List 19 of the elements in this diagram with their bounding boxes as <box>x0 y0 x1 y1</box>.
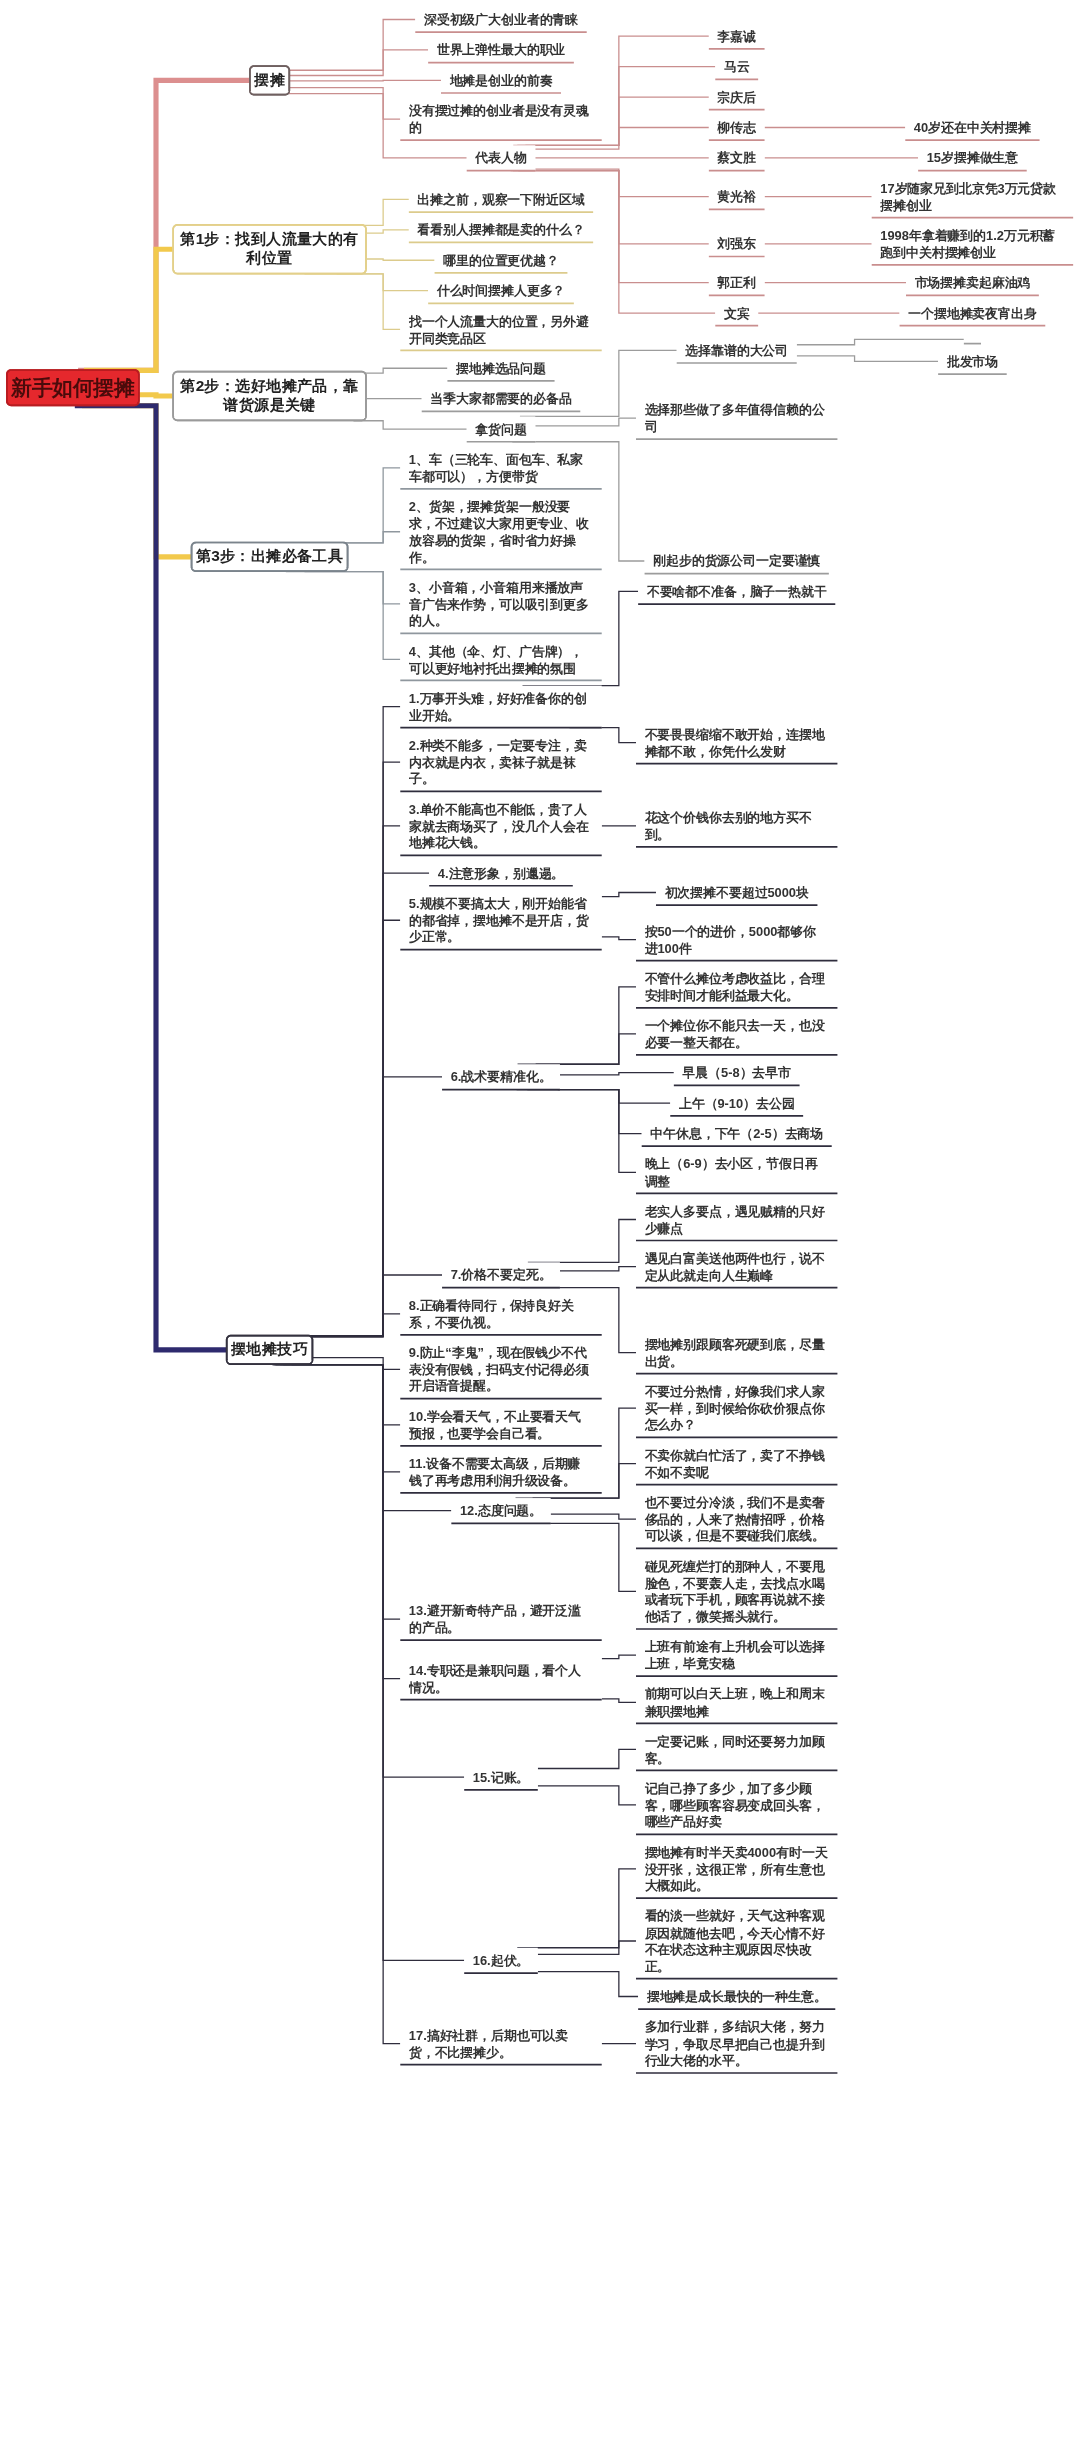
connector <box>289 49 429 77</box>
connector <box>312 1357 401 1370</box>
connector <box>796 338 965 346</box>
connector <box>537 1971 639 1998</box>
connector <box>601 1698 637 1703</box>
connector <box>601 2043 637 2045</box>
connector <box>289 18 416 71</box>
connector <box>289 79 442 82</box>
connector <box>310 1313 401 1338</box>
connector <box>289 86 401 120</box>
connector <box>550 1513 637 1520</box>
connector <box>537 1748 637 1770</box>
connector <box>537 1940 637 1955</box>
connector <box>601 825 637 827</box>
connector <box>796 355 939 363</box>
connector <box>601 1654 637 1660</box>
connector <box>537 1785 637 1806</box>
connector <box>559 1266 637 1272</box>
connector <box>601 936 637 941</box>
